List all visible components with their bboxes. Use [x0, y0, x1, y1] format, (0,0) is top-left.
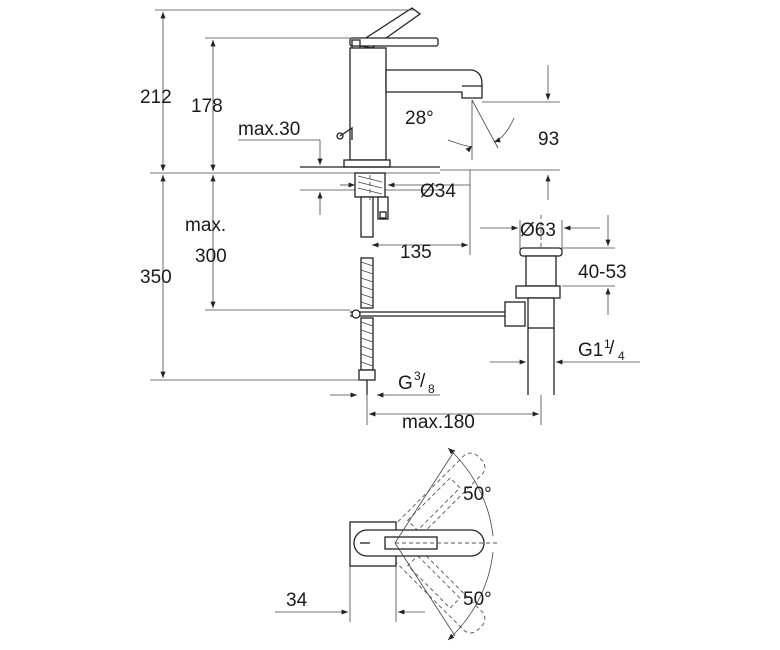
faucet-top-view [275, 447, 500, 641]
label-135: 135 [400, 242, 432, 263]
label-g1-den: 4 [618, 349, 625, 363]
label-50-deg-top: 50° [463, 484, 492, 505]
label-g38-den: 8 [428, 382, 435, 396]
label-max-30: max.30 [238, 119, 300, 140]
label-g: G [398, 373, 413, 394]
label-28-deg: 28° [405, 108, 434, 129]
label-max-180: max.180 [402, 412, 475, 433]
label-g38-slash: / [420, 371, 426, 392]
label-40-53: 40-53 [578, 262, 627, 283]
label-34-width: 34 [286, 590, 308, 611]
dimension-lines [150, 9, 640, 425]
label-dia-34: Ø34 [420, 181, 456, 202]
label-178: 178 [191, 96, 223, 117]
label-max-300-a: max. [185, 215, 226, 236]
label-dia-63: Ø63 [520, 220, 556, 241]
label-g1-num: 1 [604, 337, 611, 351]
faucet-side-view [300, 7, 563, 395]
label-g38-num: 3 [414, 369, 421, 383]
label-max-300-b: 300 [195, 246, 227, 267]
label-212: 212 [140, 87, 172, 108]
label-g1: G1 [578, 340, 603, 361]
label-350: 350 [140, 267, 172, 288]
label-93: 93 [538, 129, 559, 150]
label-g1-slash: / [609, 338, 615, 359]
label-50-deg-bottom: 50° [463, 589, 492, 610]
